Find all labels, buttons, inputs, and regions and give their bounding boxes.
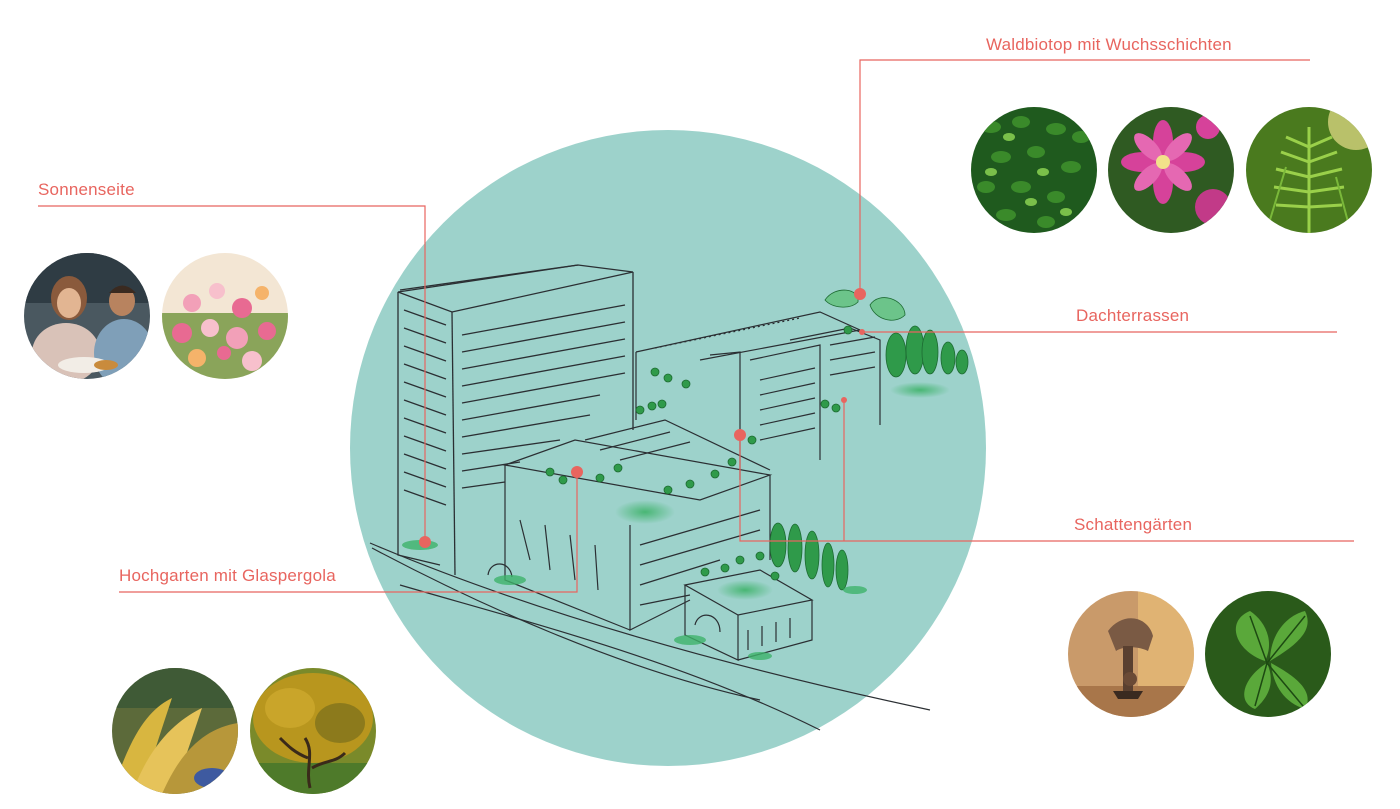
cosmos-flowers-photo bbox=[162, 253, 288, 379]
hochgarten-marker bbox=[571, 466, 583, 478]
callout-sonnenseite-label: Sonnenseite bbox=[38, 180, 135, 199]
schattengaerten-marker-a bbox=[734, 429, 746, 441]
hochgarten-leader bbox=[119, 472, 578, 593]
couple-cafe-photo bbox=[24, 253, 150, 379]
japanese-maple-photo bbox=[250, 668, 376, 794]
callout-waldbiotop-label: Waldbiotop mit Wuchsschichten bbox=[986, 35, 1232, 54]
waldbiotop-leader bbox=[859, 59, 1310, 294]
callout-markers bbox=[419, 288, 866, 548]
sonnenseite-leader bbox=[38, 205, 426, 542]
ground-lines bbox=[369, 542, 931, 731]
dachterrassen-marker bbox=[859, 329, 865, 335]
callout-lines bbox=[38, 59, 1354, 593]
callout-hochgarten-label: Hochgarten mit Glaspergola bbox=[119, 566, 336, 585]
greenery bbox=[402, 289, 969, 660]
waldbiotop-marker bbox=[854, 288, 866, 300]
schattengaerten-marker-b bbox=[841, 397, 847, 403]
fern-photo bbox=[1246, 107, 1372, 233]
callout-dachterrassen-label: Dachterrassen bbox=[1076, 306, 1190, 325]
ginkgo-leaves-photo bbox=[1205, 591, 1331, 717]
clematis-flower-photo bbox=[1108, 107, 1234, 233]
callout-schattengaerten-label: Schattengärten bbox=[1074, 515, 1193, 534]
sonnenseite-marker bbox=[419, 536, 431, 548]
foliage-photo bbox=[971, 107, 1097, 233]
yoga-pose-photo bbox=[1068, 591, 1194, 717]
schattengaerten-leader bbox=[739, 400, 1354, 542]
ornamental-grass-photo bbox=[112, 668, 238, 794]
